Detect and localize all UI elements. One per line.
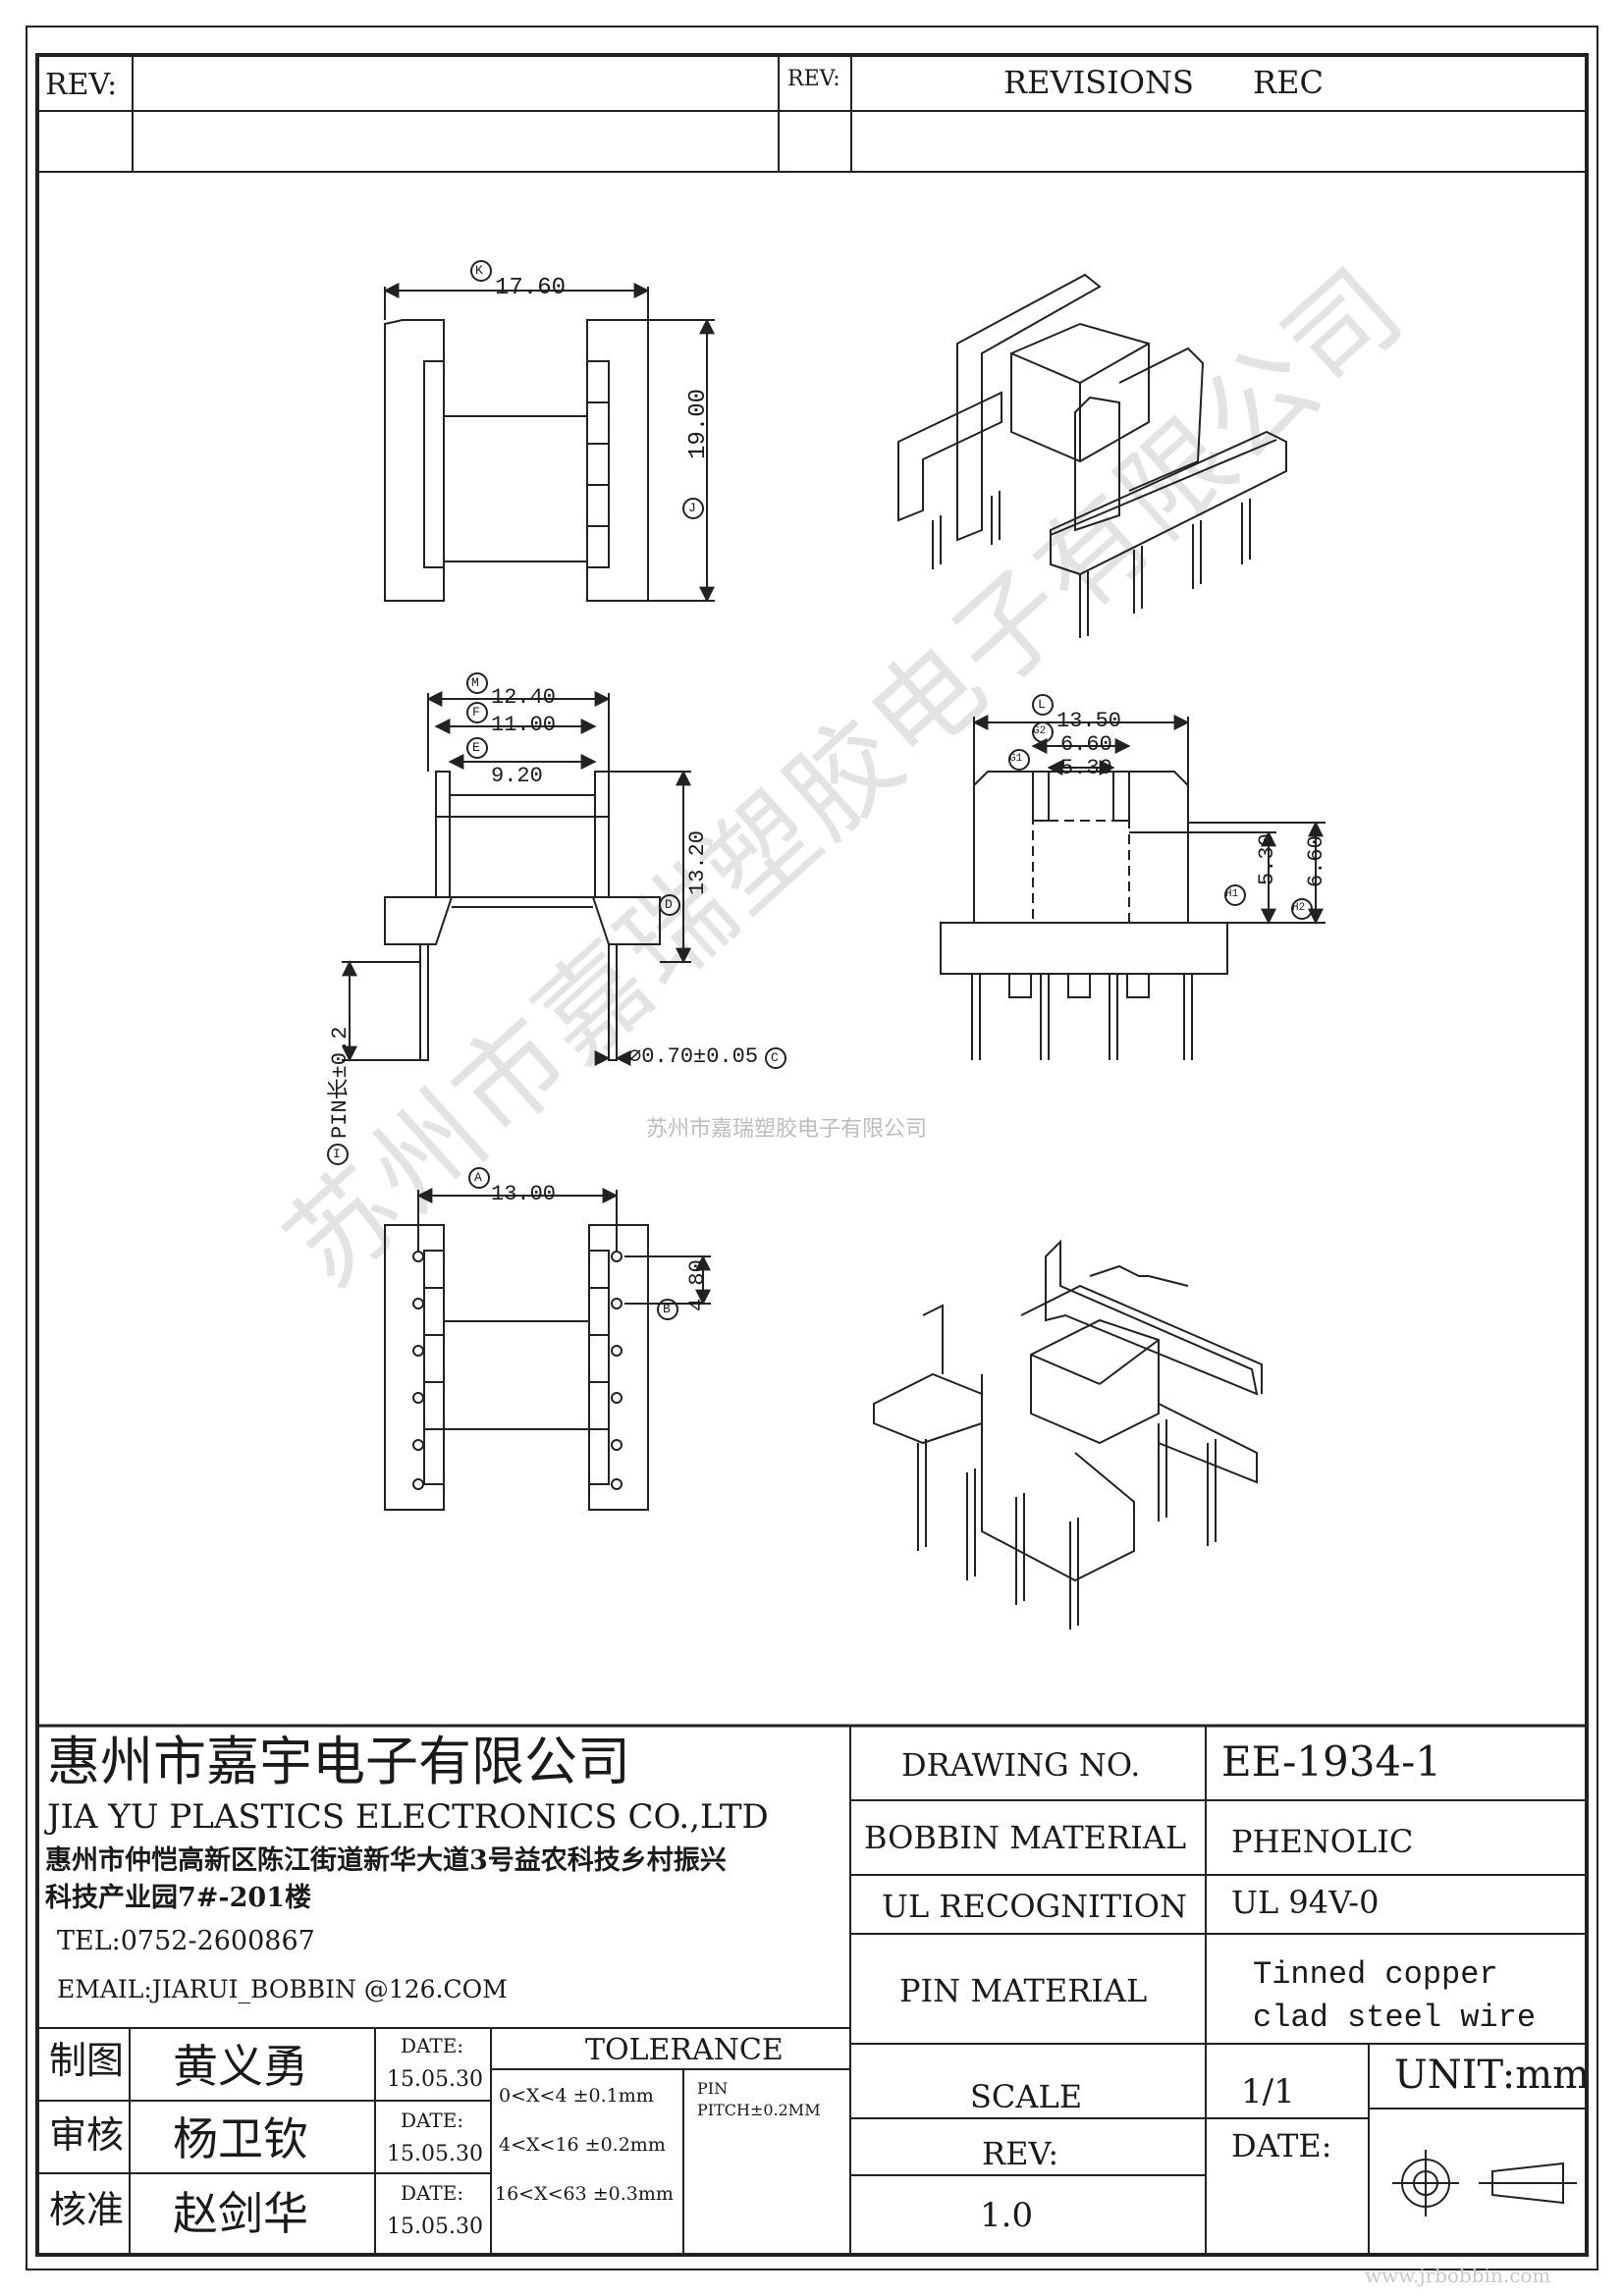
dim-F: 11.00 <box>491 713 557 737</box>
dim-D: 13.20 <box>685 829 710 895</box>
dim-H2: 6.60 <box>1304 835 1328 887</box>
callout-I: I <box>333 1147 341 1161</box>
callout-B: B <box>663 1302 671 1316</box>
tolerance-1: 0<X<4 ±0.1mm <box>499 2085 654 2107</box>
role-date-label: DATE: <box>401 2181 464 2205</box>
rev-label-bottom: REV: <box>982 2135 1059 2172</box>
title-block-grid <box>35 1724 1589 2257</box>
callout-L: L <box>1038 697 1046 712</box>
unit-label: UNIT:mm <box>1394 2053 1591 2098</box>
role-date-label: DATE: <box>401 2034 464 2057</box>
watermark-corner: www.jrbobbin.com <box>1365 2264 1551 2287</box>
tolerance-label: TOLERANCE <box>585 2033 784 2067</box>
scale-label: SCALE <box>970 2078 1083 2115</box>
callout-D: D <box>665 897 673 912</box>
dim-L: 13.50 <box>1056 709 1122 733</box>
dim-M: 12.40 <box>491 685 557 710</box>
rev-value: 1.0 <box>980 2196 1034 2235</box>
callout-G1: G1 <box>1009 753 1023 765</box>
dim-E: 9.20 <box>491 764 543 788</box>
callout-G2: G2 <box>1033 725 1047 737</box>
tolerance-2: 4<X<16 ±0.2mm <box>499 2134 666 2156</box>
rec-label: REC <box>1253 64 1324 101</box>
role-name: 黄义勇 <box>173 2040 308 2093</box>
tel: TEL:0752-2600867 <box>57 1926 315 1956</box>
isometric-view-top <box>897 273 1287 638</box>
drawing-inner-frame <box>35 53 1589 2257</box>
callout-circles <box>327 260 1313 1320</box>
dim-I: PIN长±0.2 <box>328 1026 352 1139</box>
dim-B: 4.80 <box>685 1259 710 1311</box>
ul-label: UL RECOGNITION <box>882 1888 1187 1925</box>
drawing-outer-frame <box>26 26 1598 2270</box>
role-label: 制图 <box>49 2039 125 2082</box>
callout-H1: H1 <box>1225 888 1239 900</box>
role-name: 赵剑华 <box>173 2187 308 2240</box>
pin-pitch-2: PITCH±0.2MM <box>697 2101 821 2119</box>
role-date: 15.05.30 <box>387 2142 483 2166</box>
dim-C: ⌀0.70±0.05 <box>628 1044 759 1069</box>
bobbin-material: PHENOLIC <box>1231 1823 1414 1860</box>
drawing-no: EE-1934-1 <box>1221 1737 1442 1786</box>
callout-E: E <box>472 740 480 755</box>
callout-K: K <box>475 263 483 278</box>
flatness-symbol <box>1392 2150 1461 2218</box>
pin-material-label: PIN MATERIAL <box>899 1972 1148 2009</box>
role-date: 15.05.30 <box>387 2067 483 2092</box>
address-line-1: 惠州市仲恺高新区陈江街道新华大道3号益农科技乡村振兴 <box>45 1845 727 1876</box>
role-name: 杨卫钦 <box>173 2112 308 2165</box>
watermark-center: 苏州市嘉瑞塑胶电子有限公司 <box>646 1117 928 1142</box>
role-label: 核准 <box>49 2188 125 2231</box>
taper-symbol <box>1479 2160 1577 2207</box>
dim-K: 17.60 <box>495 275 567 301</box>
email: EMAIL:JIARUI_BOBBIN @126.COM <box>57 1975 508 2003</box>
callout-M: M <box>471 675 479 690</box>
side-view <box>940 715 1326 1060</box>
dim-G2: 6.60 <box>1060 732 1112 757</box>
revisions-label: REVISIONS <box>1003 64 1194 101</box>
drawing-no-label: DRAWING NO. <box>901 1746 1141 1784</box>
pin-material-1: Tinned copper <box>1253 1956 1498 1993</box>
scale-value: 1/1 <box>1241 2072 1295 2111</box>
pin-material-2: clad steel wire <box>1253 2000 1537 2036</box>
bobbin-material-label: BOBBIN MATERIAL <box>864 1819 1187 1856</box>
callout-F: F <box>472 705 480 720</box>
dim-G1: 5.30 <box>1060 756 1112 780</box>
front-view <box>342 691 691 1066</box>
callout-A: A <box>474 1170 482 1185</box>
dim-A: 13.00 <box>491 1182 557 1206</box>
company-cn: 惠州市嘉宇电子有限公司 <box>47 1731 630 1792</box>
callout-H2: H2 <box>1292 902 1306 914</box>
dim-H1: 5.30 <box>1255 833 1279 885</box>
isometric-view-bottom <box>873 1239 1263 1629</box>
role-date: 15.05.30 <box>387 2215 483 2239</box>
bottom-view <box>384 1188 711 1511</box>
callout-J: J <box>688 501 696 515</box>
dim-J: 19.00 <box>685 388 712 459</box>
pin-pitch-1: PIN <box>697 2079 729 2098</box>
role-label: 审核 <box>49 2113 125 2157</box>
tolerance-3: 16<X<63 ±0.3mm <box>495 2183 674 2205</box>
role-date-label: DATE: <box>401 2109 464 2132</box>
date-label-bottom: DATE: <box>1231 2127 1332 2164</box>
callout-C: C <box>771 1050 779 1065</box>
ul-value: UL 94V-0 <box>1231 1884 1380 1921</box>
address-line-2: 科技产业园7#-201楼 <box>45 1883 311 1913</box>
top-view <box>383 283 715 603</box>
company-en: JIA YU PLASTICS ELECTRONICS CO.,LTD <box>47 1797 769 1837</box>
rev-label: REV: <box>45 68 118 102</box>
rev-label-2: REV: <box>787 67 840 91</box>
